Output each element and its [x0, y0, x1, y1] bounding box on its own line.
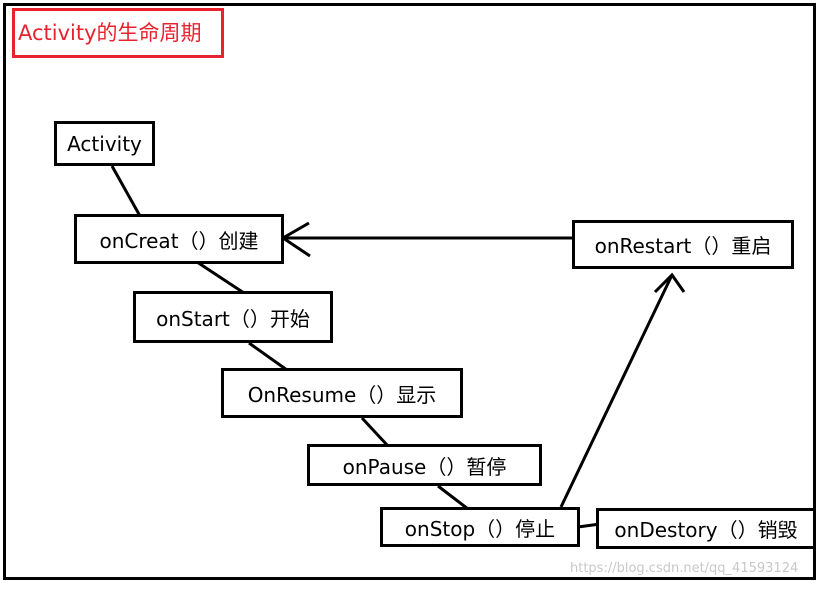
edge-activity-oncreate: [110, 165, 142, 217]
edge-onstop-onrestart: [559, 274, 674, 508]
edge-onresume-onpause: [360, 416, 390, 448]
node-onrestart: onRestart（）重启: [572, 220, 794, 269]
edge-onstart-onresume: [248, 341, 288, 372]
node-onstart: onStart（）开始: [133, 291, 333, 343]
edge-onpause-onstop: [437, 484, 469, 511]
node-ondestory: onDestory（）销毁: [596, 508, 816, 549]
node-onpause: onPause（）暂停: [307, 444, 542, 486]
node-activity: Activity: [54, 121, 155, 166]
node-onstop: onStop（）停止: [380, 507, 580, 547]
node-onresume: OnResume（）显示: [221, 368, 463, 418]
arrowhead-onrestart: [653, 272, 686, 294]
watermark-text: https://blog.csdn.net/qq_41593124: [570, 561, 799, 576]
edge-oncreate-onstart: [196, 260, 245, 295]
diagram-title: Activity的生命周期: [12, 8, 224, 58]
node-oncreate: onCreat（）创建: [74, 214, 284, 264]
